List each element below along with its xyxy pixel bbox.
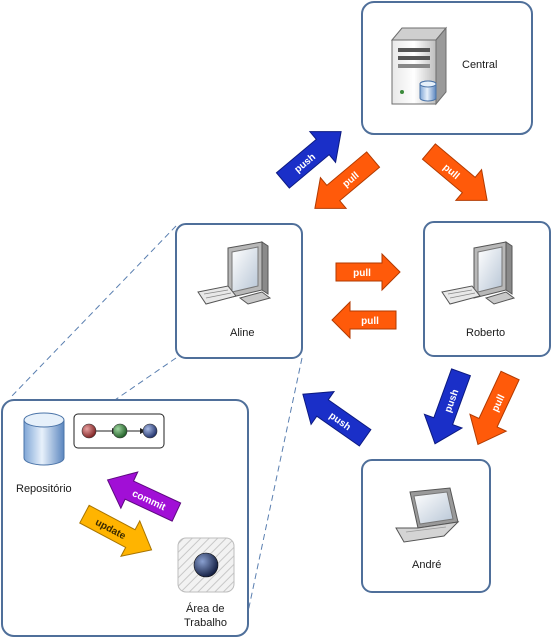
arrow-pull-aline-roberto: pull (335, 253, 401, 291)
arrow-pull-label: pull (361, 316, 379, 327)
arrow-pull-roberto-andre: pull (459, 366, 529, 454)
arrow-push-andre-aline: push (290, 377, 378, 455)
database-icon (23, 412, 65, 466)
arrow-push-aline-central: push (269, 115, 355, 197)
zoom-lines (9, 225, 303, 613)
desktop-computer-icon (197, 241, 272, 305)
central-node[interactable]: Central (361, 1, 533, 135)
andre-node[interactable]: André (361, 459, 491, 593)
server-icon (390, 26, 448, 106)
arrow-pull-label: pull (353, 268, 371, 279)
working-area-icon (177, 537, 235, 593)
repository-label: Repositório (16, 483, 72, 495)
aline-label: Aline (230, 327, 254, 339)
roberto-label: Roberto (466, 327, 505, 339)
local-detail-panel: Repositório Área de Trabalho (1, 399, 249, 637)
arrow-pull-roberto-aline: pull (331, 301, 397, 339)
workarea-label-line1: Área de (186, 602, 225, 615)
arrow-pull-central-aline: pull (301, 143, 387, 225)
central-label: Central (462, 59, 497, 71)
arrow-pull-central-roberto: pull (415, 135, 501, 217)
andre-label: André (412, 559, 441, 571)
workarea-label-line2: Trabalho (184, 617, 227, 629)
arrow-push-roberto-andre: push (415, 364, 481, 452)
laptop-icon (395, 487, 460, 543)
desktop-computer-icon (441, 241, 516, 305)
commit-history-icon (73, 413, 165, 449)
roberto-node[interactable]: Roberto (423, 221, 551, 357)
aline-node[interactable]: Aline (175, 223, 303, 359)
